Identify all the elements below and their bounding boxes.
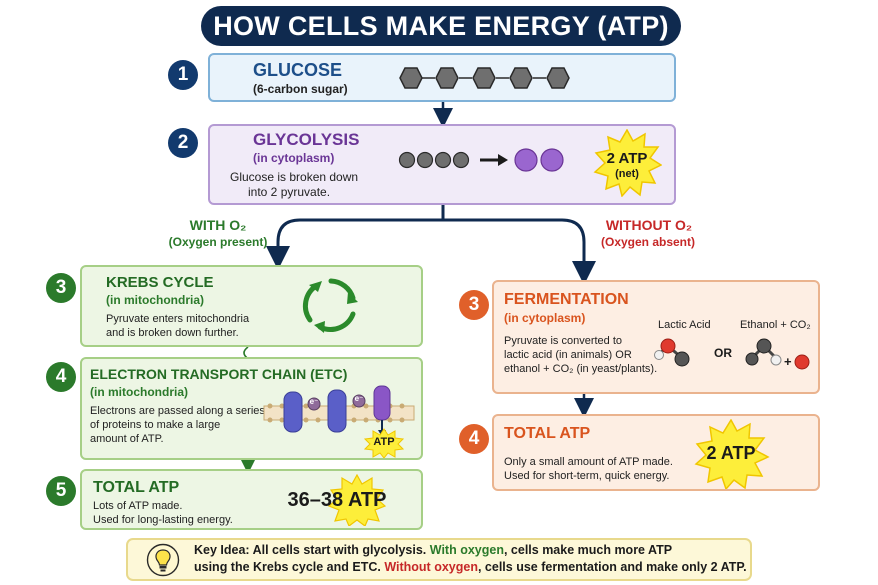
lactic-acid-molecule-icon: [654, 338, 690, 367]
key-idea-part-4: , cells use fermentation and make only 2…: [477, 560, 747, 574]
atp-starburst-glycolysis: [593, 129, 662, 197]
step-number-5: 5: [46, 476, 76, 506]
electron-label-1: e⁻: [309, 397, 319, 406]
key-idea-box: [126, 538, 752, 581]
krebs-box: [80, 265, 423, 347]
glycolysis-atp-note: (net): [615, 168, 639, 180]
step-number-fermentation: 3: [459, 290, 489, 320]
with-o2-sub: (Oxygen present): [168, 235, 268, 249]
total-atp-anaerobic-box: [492, 414, 820, 491]
step-number-anaerobic-total: 4: [459, 424, 489, 454]
lactic-acid-label: Lactic Acid: [658, 319, 711, 331]
etc-atp-label: ATP: [373, 436, 395, 448]
electron-label-2: e⁻: [354, 394, 364, 403]
total-aerobic-line-2: Used for long-lasting energy.: [93, 514, 233, 526]
etc-line-2: of proteins to make a large: [90, 419, 221, 431]
step-number-etc: 4: [46, 362, 76, 392]
ethanol-co2-molecule-icon: [745, 338, 810, 370]
key-idea-part-3: using the Krebs cycle and ETC.: [194, 560, 385, 574]
fermentation-line-2: lactic acid (in animals) OR: [504, 349, 632, 361]
key-idea-part-1: All cells start with glycolysis.: [249, 543, 430, 557]
arrow-branch-anaerobic: [443, 218, 596, 285]
total-anaerobic-line-2: Used for short-term, quick energy.: [504, 470, 670, 482]
total-anaerobic-value: 2 ATP: [706, 443, 756, 463]
atp-starburst-etc: [364, 428, 404, 458]
total-atp-aerobic-title: TOTAL ATP: [93, 479, 180, 496]
step-number-2: 2: [168, 128, 198, 158]
fermentation-line-3: ethanol + CO₂ (in yeast/plants).: [504, 363, 658, 375]
without-o2-sub: (Oxygen absent): [600, 235, 696, 249]
or-label: OR: [714, 346, 732, 360]
fermentation-subtitle: (in cytoplasm): [504, 311, 586, 325]
hexagon-chain-icon: [399, 67, 570, 89]
with-o2-label: WITH O₂: [189, 217, 247, 233]
etc-subtitle: (in mitochondria): [90, 385, 188, 399]
krebs-line-1: Pyruvate enters mitochondria: [106, 313, 250, 325]
key-idea-part-2: , cells make much more ATP: [503, 543, 673, 557]
etc-line-1: Electrons are passed along a series: [90, 405, 265, 417]
glycolysis-line-2: into 2 pyruvate.: [248, 185, 331, 199]
ethanol-co2-label: Ethanol + CO₂: [740, 319, 811, 331]
lightbulb-icon: [146, 543, 180, 577]
glycolysis-title: GLYCOLYSIS: [253, 130, 360, 149]
glycolysis-line-1: Glucose is broken down: [230, 170, 359, 184]
key-idea-without-oxygen: Without oxygen: [384, 560, 478, 574]
cycle-arrows-icon: [302, 278, 358, 333]
page-title: HOW CELLS MAKE ENERGY (ATP): [201, 6, 681, 46]
glucose-to-pyruvate-icon: [398, 148, 564, 172]
krebs-subtitle: (in mitochondria): [106, 293, 204, 307]
plus-sign: +: [784, 354, 792, 369]
etc-title: ELECTRON TRANSPORT CHAIN (ETC): [90, 366, 348, 382]
total-aerobic-value: 36–38 ATP: [287, 489, 387, 511]
fermentation-title: FERMENTATION: [504, 291, 629, 308]
krebs-title: KREBS CYCLE: [106, 274, 214, 291]
step-number-krebs: 3: [46, 273, 76, 303]
total-aerobic-line-1: Lots of ATP made.: [93, 500, 183, 512]
fermentation-line-1: Pyruvate is converted to: [504, 335, 623, 347]
total-atp-anaerobic-title: TOTAL ATP: [504, 425, 591, 442]
krebs-line-2: and is broken down further.: [106, 327, 239, 339]
key-idea-lead: Key Idea:: [194, 543, 250, 557]
glucose-title: GLUCOSE: [253, 60, 343, 80]
total-anaerobic-line-1: Only a small amount of ATP made.: [504, 456, 673, 468]
fermentation-box: [492, 280, 820, 394]
key-idea-text: Key Idea: All cells start with glycolysi…: [194, 542, 748, 576]
key-idea-with-oxygen: With oxygen: [429, 543, 504, 557]
atp-starburst-aerobic: [328, 474, 386, 526]
arrow-branch-aerobic: [266, 218, 443, 270]
glycolysis-atp-value: 2 ATP: [606, 150, 648, 167]
glycolysis-subtitle: (in cytoplasm): [253, 151, 335, 165]
etc-line-3: amount of ATP.: [90, 433, 164, 445]
glucose-subtitle: (6-carbon sugar): [253, 82, 348, 96]
without-o2-label: WITHOUT O₂: [605, 217, 693, 233]
atp-starburst-anaerobic: [694, 419, 770, 489]
step-number-1: 1: [168, 60, 198, 90]
etc-membrane-diagram: [263, 385, 415, 437]
